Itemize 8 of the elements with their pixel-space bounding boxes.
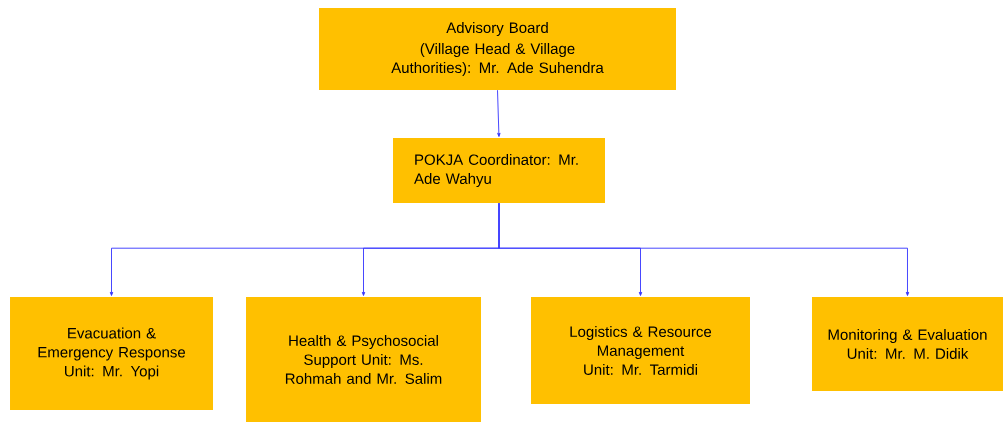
org-box: Logistics & Resource Management Unit: Mr. Tarmidi — [531, 297, 750, 404]
org-box: Monitoring & Evaluation Unit: Mr. M. Didik — [812, 297, 1003, 391]
org-box: POKJA Coordinator: Mr. Ade Wahyu — [393, 138, 605, 203]
arrow — [497, 89, 501, 137]
org-box: Evacuation & Emergency Response Unit: Mr. Yopi — [10, 297, 213, 410]
org-box: Health & Psychosocial Support Unit: Ms. Rohmah and Mr. Salim — [246, 297, 481, 422]
arrow — [498, 202, 910, 296]
org-box: Advisory Board (Village Head & Village Authorities): Mr. Ade Suhendra — [319, 8, 676, 90]
